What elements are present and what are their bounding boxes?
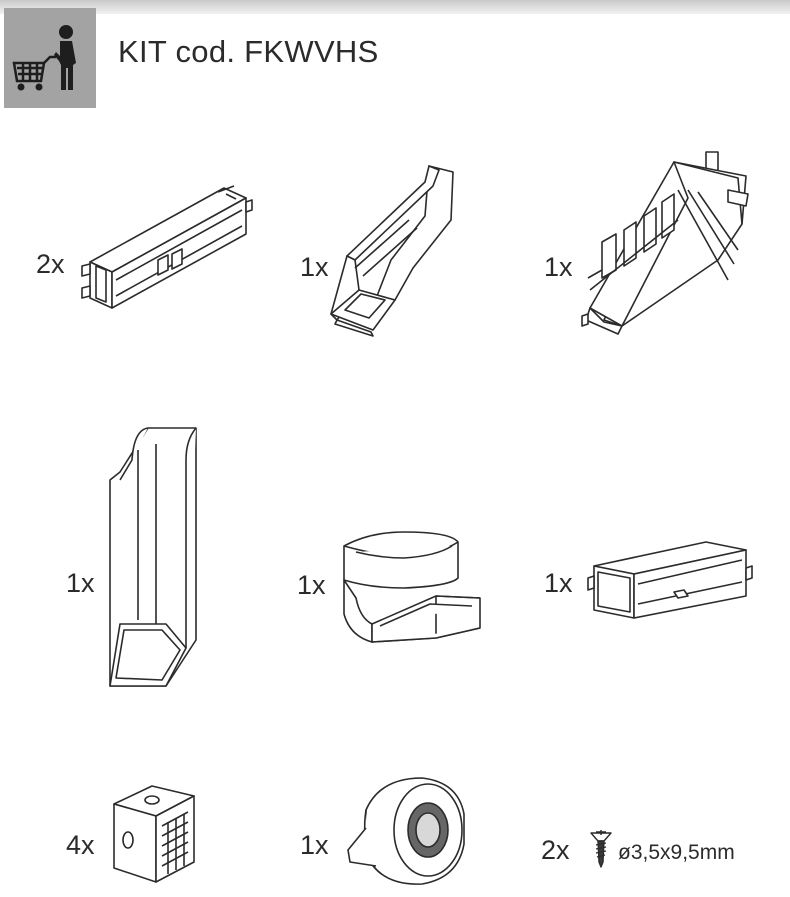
qty-screw: 2x [541,835,570,865]
straight-duct-connector-drawing [76,180,256,320]
kit-title: KIT cod. FKWVHS [118,34,379,69]
screw-icon [590,830,612,868]
flat-duct-channel-drawing [104,420,209,692]
qty-foam-spacer-block: 4x [66,830,95,860]
qty-flat-duct-channel: 1x [66,568,95,598]
qty-vertical-bend-adapter: 1x [300,252,329,282]
qty-telescopic-hood-adapter: 1x [544,252,573,282]
duct-coupling-valve-drawing [586,534,753,629]
vertical-bend-adapter-drawing [325,160,465,340]
foam-spacer-block-drawing [110,782,200,887]
adhesive-tape-roll-drawing [340,770,470,895]
telescopic-hood-adapter-drawing [578,150,758,340]
header-icon-box [4,8,96,108]
shopping-cart-person-icon [12,25,76,91]
screw-spec: ø3,5x9,5mm [618,841,735,864]
elbow-90-adapter-drawing [340,528,490,653]
qty-elbow-90-adapter: 1x [297,570,326,600]
qty-straight-duct-connector: 2x [36,249,65,279]
qty-duct-coupling-valve: 1x [544,568,573,598]
top-gradient-bar [0,0,790,14]
qty-adhesive-tape-roll: 1x [300,830,329,860]
